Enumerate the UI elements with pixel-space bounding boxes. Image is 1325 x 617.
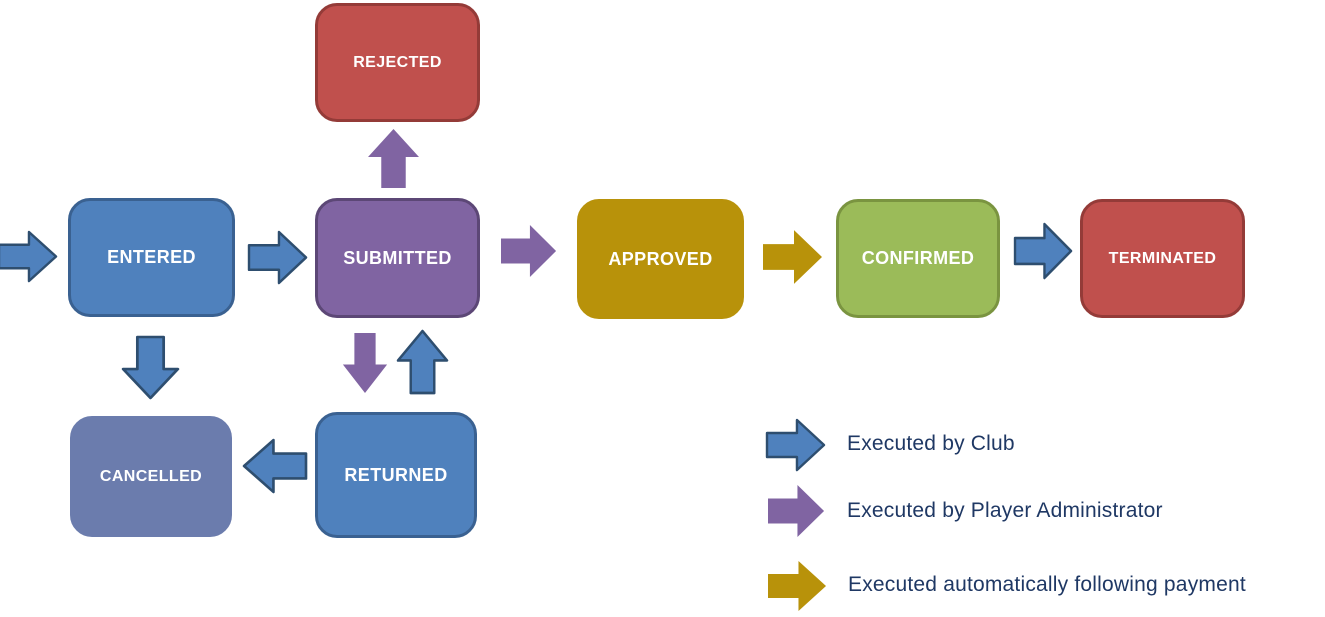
state-label-rejected: REJECTED bbox=[353, 53, 442, 71]
block-arrow-right-icon bbox=[1013, 222, 1073, 280]
block-arrow-up-icon bbox=[396, 329, 449, 395]
block-arrow-right-icon bbox=[768, 561, 827, 611]
state-node-rejected: REJECTED bbox=[315, 3, 480, 122]
block-arrow-right-icon bbox=[768, 485, 825, 537]
state-node-confirmed: CONFIRMED bbox=[836, 199, 1000, 318]
arrow-approved-to-confirmed bbox=[763, 230, 822, 284]
arrow-returned-to-cancelled bbox=[242, 438, 308, 494]
block-arrow-right-icon bbox=[0, 230, 58, 283]
state-node-returned: RETURNED bbox=[315, 412, 477, 538]
state-label-returned: RETURNED bbox=[344, 464, 448, 485]
state-label-terminated: TERMINATED bbox=[1108, 249, 1217, 267]
arrow-returned-to-submitted bbox=[396, 329, 449, 395]
block-arrow-right-icon bbox=[763, 230, 822, 284]
block-arrow-down-icon bbox=[342, 333, 388, 393]
state-label-cancelled: CANCELLED bbox=[99, 467, 203, 485]
legend-label-club: Executed by Club bbox=[847, 432, 1015, 455]
block-arrow-right-icon bbox=[247, 230, 308, 285]
arrow-submitted-to-rejected bbox=[368, 129, 419, 188]
arrow-submitted-to-returned bbox=[342, 333, 388, 393]
state-node-cancelled: CANCELLED bbox=[70, 416, 232, 537]
arrow-start-to-entered bbox=[0, 230, 58, 283]
state-node-terminated: TERMINATED bbox=[1080, 199, 1245, 318]
block-arrow-left-icon bbox=[242, 438, 308, 494]
legend-club-arrow-icon bbox=[765, 418, 826, 472]
legend-label-automatic: Executed automatically following payment bbox=[848, 573, 1246, 596]
state-node-submitted: SUBMITTED bbox=[315, 198, 480, 318]
state-label-entered: ENTERED bbox=[107, 247, 196, 267]
arrow-submitted-to-approved bbox=[501, 225, 557, 277]
legend-automatic-arrow-icon bbox=[768, 561, 827, 611]
state-label-submitted: SUBMITTED bbox=[343, 247, 452, 268]
legend-player-administrator-arrow-icon bbox=[768, 485, 825, 537]
state-node-entered: ENTERED bbox=[68, 198, 235, 317]
block-arrow-down-icon bbox=[121, 335, 180, 400]
arrow-entered-to-cancelled bbox=[121, 335, 180, 400]
legend-label-player-administrator: Executed by Player Administrator bbox=[847, 499, 1163, 522]
arrow-entered-to-submitted bbox=[247, 230, 308, 285]
arrow-confirmed-to-terminated bbox=[1013, 222, 1073, 280]
state-label-approved: APPROVED bbox=[608, 248, 713, 269]
state-node-approved: APPROVED bbox=[577, 199, 744, 319]
block-arrow-up-icon bbox=[368, 129, 419, 188]
block-arrow-right-icon bbox=[765, 418, 826, 472]
block-arrow-right-icon bbox=[501, 225, 557, 277]
state-label-confirmed: CONFIRMED bbox=[861, 248, 975, 268]
